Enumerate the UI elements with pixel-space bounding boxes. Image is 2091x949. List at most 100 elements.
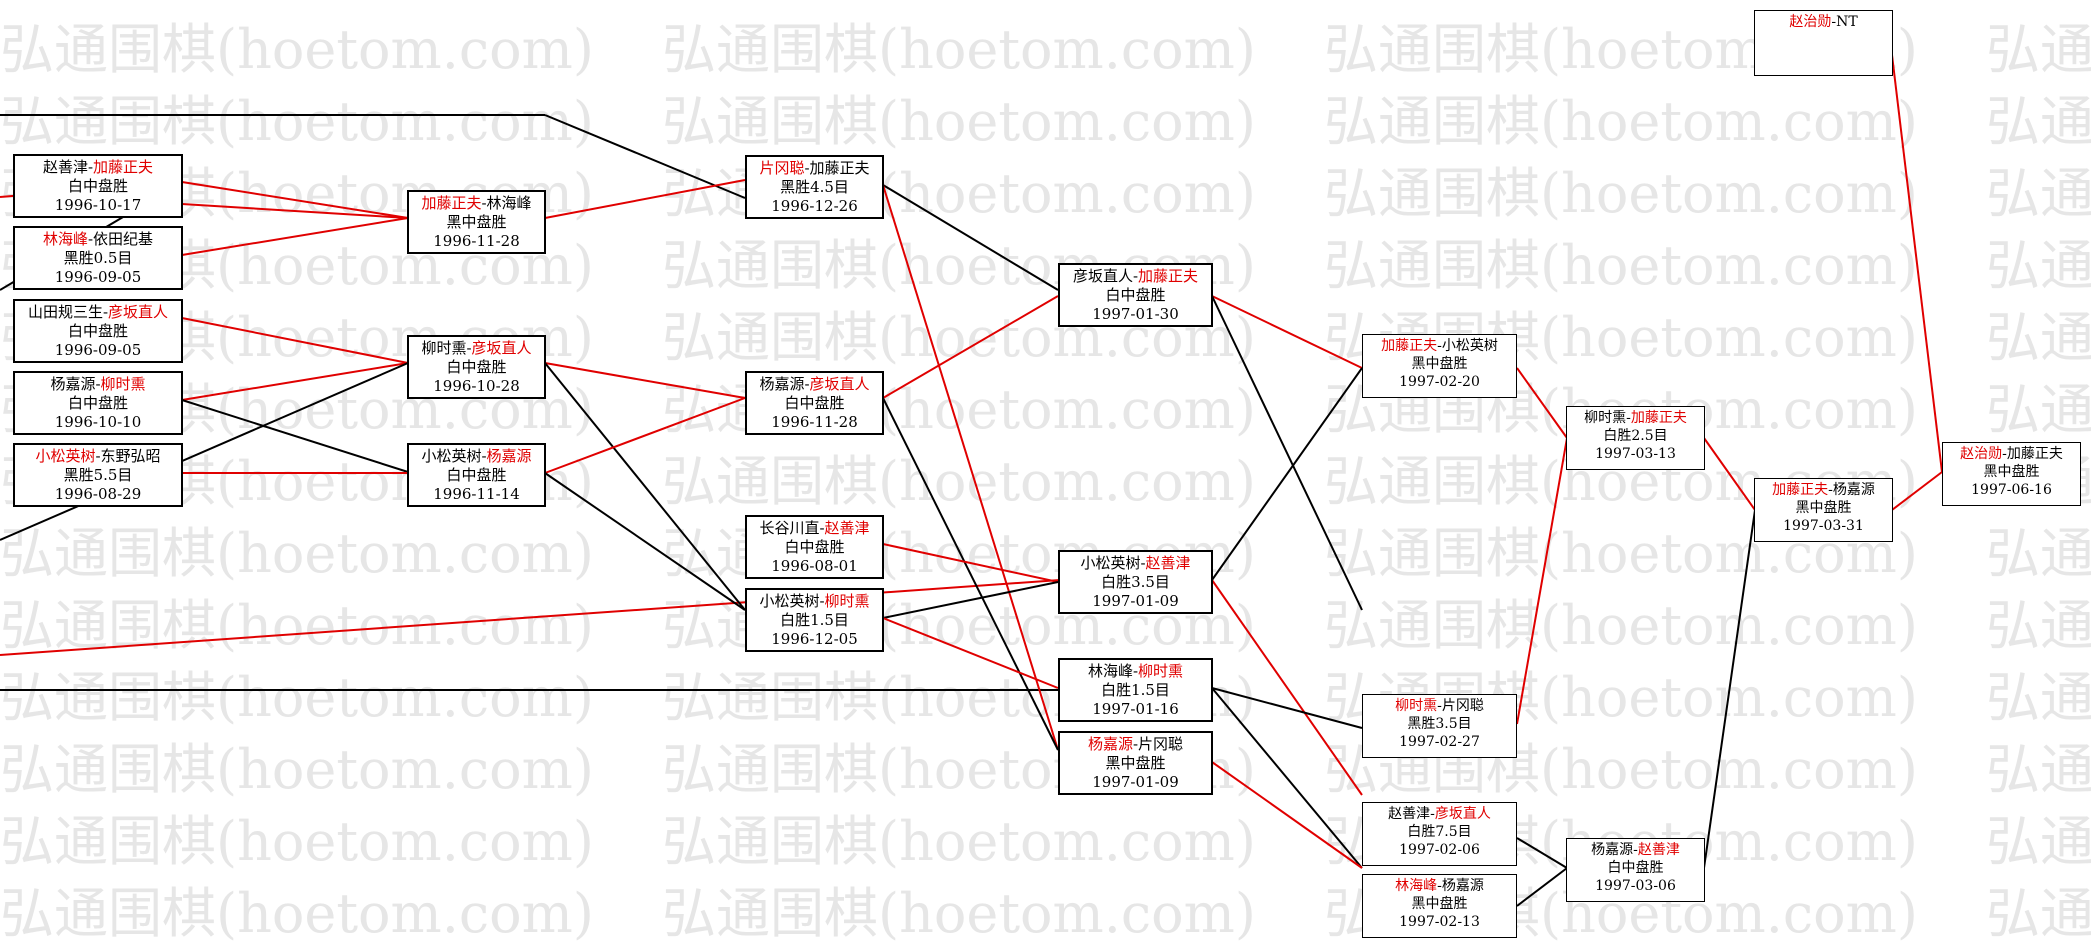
bracket-line — [882, 184, 1059, 291]
vs-dash: - — [1132, 267, 1139, 285]
players-line: 小松英树-东野弘昭 — [15, 447, 181, 466]
bracket-line — [0, 362, 409, 541]
players-line: 长谷川直-赵善津 — [747, 519, 882, 538]
vs-dash: - — [95, 447, 101, 465]
players-line: 柳时熏-彦坂直人 — [409, 339, 544, 358]
game-date: 1996-09-05 — [54, 268, 142, 286]
watermark-text: 弘通围棋(hoetom.com) — [1986, 378, 2091, 441]
game-result: 黑胜0.5目 — [63, 249, 133, 267]
player-two: 彦坂直人 — [1434, 806, 1491, 822]
player-two: 加藤正夫 — [809, 159, 870, 177]
player-two: 杨嘉源 — [1832, 482, 1875, 498]
player-two: 杨嘉源 — [486, 447, 532, 465]
watermark-text: 弘通围棋(hoetom.com) — [1324, 162, 1918, 225]
bracket-line — [544, 397, 746, 474]
watermark-text: 弘通围棋(hoetom.com) — [1986, 666, 2091, 729]
bracket-line — [181, 399, 409, 473]
player-one: 片冈聪 — [759, 159, 805, 177]
watermark-text: 弘通围棋(hoetom.com) — [1324, 594, 1918, 657]
vs-dash: - — [102, 303, 109, 321]
watermark-text: 弘通围棋(hoetom.com) — [662, 810, 1256, 873]
bracket-line — [1211, 295, 1363, 369]
bracket-line — [1211, 761, 1363, 869]
players-line: 林海峰-依田纪基 — [15, 230, 181, 249]
vs-dash: - — [1626, 410, 1631, 426]
player-two: 东野弘昭 — [100, 447, 161, 465]
game-box: 加藤正夫-杨嘉源黑中盘胜 1997-03-31 — [1754, 478, 1893, 542]
player-one: 赵治勋 — [1789, 14, 1832, 30]
vs-dash: - — [87, 158, 94, 176]
player-one: 杨嘉源 — [1591, 842, 1634, 858]
player-one: 柳时熏 — [421, 339, 467, 357]
player-one: 柳时熏 — [1395, 698, 1438, 714]
game-date: 1996-10-10 — [54, 413, 142, 431]
game-date: 1997-03-13 — [1595, 446, 1676, 462]
vs-dash: - — [466, 339, 472, 357]
player-two: 柳时熏 — [824, 592, 870, 610]
game-date: 1997-03-06 — [1595, 878, 1676, 894]
player-two: 赵善津 — [1637, 842, 1680, 858]
player-two: 加藤正夫 — [1138, 267, 1199, 285]
watermark-text: 弘通围棋(hoetom.com) — [1986, 882, 2091, 945]
game-date: 1996-10-28 — [433, 377, 520, 395]
game-date: 1997-02-06 — [1399, 842, 1480, 858]
bracket-line — [1516, 867, 1568, 907]
players-line: 林海峰-杨嘉源 — [1363, 877, 1516, 895]
player-two: 柳时熏 — [100, 375, 146, 393]
game-result: 黑中盘胜 — [1795, 500, 1852, 516]
bracket-line — [181, 217, 409, 256]
player-two: 赵善津 — [824, 519, 870, 537]
game-result: 黑中盘胜 — [1105, 754, 1166, 772]
player-one: 杨嘉源 — [50, 375, 96, 393]
game-result: 白胜3.5目 — [1101, 573, 1170, 591]
players-line: 杨嘉源-柳时熏 — [15, 375, 181, 394]
bracket-line — [882, 543, 1059, 583]
watermark-text: 弘通围棋(hoetom.com) — [0, 810, 594, 873]
game-date: 1996-11-28 — [433, 232, 520, 250]
bracket-line — [544, 362, 746, 611]
watermark-text: 弘通围棋(hoetom.com) — [0, 18, 594, 81]
players-line: 杨嘉源-赵善津 — [1567, 841, 1704, 859]
game-date: 1997-03-31 — [1783, 518, 1864, 534]
game-result: 白中盘胜 — [446, 466, 507, 484]
game-result: 白胜2.5目 — [1603, 428, 1668, 444]
watermark-text: 弘通围棋(hoetom.com) — [662, 882, 1256, 945]
vs-dash: - — [819, 592, 825, 610]
players-line: 柳时熏-加藤正夫 — [1567, 409, 1704, 427]
players-line: 赵治勋-NT — [1755, 13, 1892, 31]
player-two: 片冈聪 — [1441, 698, 1484, 714]
game-date: 1996-12-26 — [771, 197, 858, 215]
game-box: 柳时熏-加藤正夫白胜2.5目 1997-03-13 — [1566, 406, 1705, 470]
bracket-line — [181, 317, 409, 364]
bracket-line — [544, 472, 746, 611]
players-line: 加藤正夫-杨嘉源 — [1755, 481, 1892, 499]
player-two: 加藤正夫 — [93, 158, 154, 176]
watermark-text: 弘通围棋(hoetom.com) — [1324, 234, 1918, 297]
game-date: 1996-11-14 — [433, 485, 520, 503]
vs-dash: - — [1132, 735, 1139, 753]
game-result: 黑中盘胜 — [446, 213, 507, 231]
game-date: 1996-09-05 — [54, 341, 142, 359]
players-line: 彦坂直人-加藤正夫 — [1060, 267, 1211, 286]
watermark-text: 弘通围棋(hoetom.com) — [1324, 90, 1918, 153]
vs-dash: - — [1633, 842, 1638, 858]
game-result: 白中盘胜 — [67, 322, 128, 340]
bracket-line — [1211, 579, 1363, 796]
players-line: 杨嘉源-片冈聪 — [1060, 735, 1211, 754]
bracket-line — [181, 181, 409, 219]
bracket-line — [882, 397, 1059, 751]
vs-dash: - — [87, 230, 94, 248]
